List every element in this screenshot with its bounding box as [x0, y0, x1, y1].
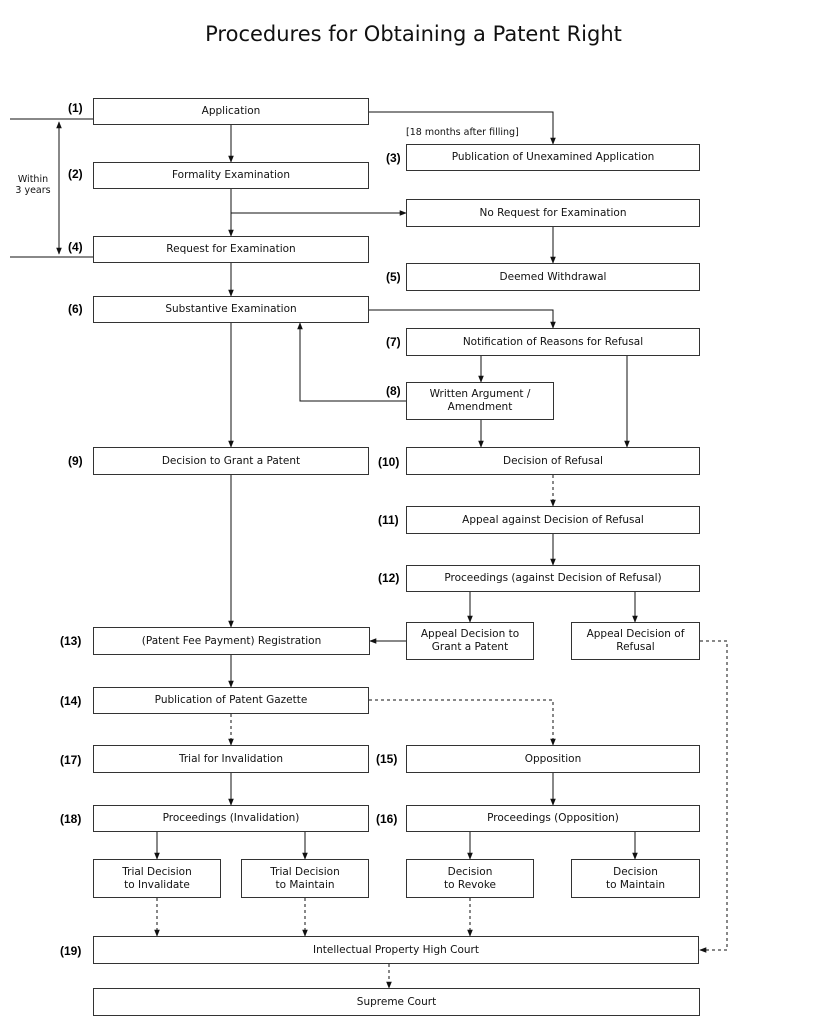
- step-number-10: (10): [378, 455, 399, 469]
- step-number-13: (13): [60, 634, 81, 648]
- step-number-16: (16): [376, 812, 397, 826]
- step-number-19: (19): [60, 944, 81, 958]
- box-notification-reasons-refusal: Notification of Reasons for Refusal: [406, 328, 700, 356]
- step-number-4: (4): [68, 240, 83, 254]
- box-appeal-against-refusal: Appeal against Decision of Refusal: [406, 506, 700, 534]
- box-deemed-withdrawal: Deemed Withdrawal: [406, 263, 700, 291]
- box-decision-refusal: Decision of Refusal: [406, 447, 700, 475]
- step-number-11: (11): [378, 513, 399, 527]
- box-trial-decision-maintain: Trial Decision to Maintain: [241, 859, 369, 898]
- box-written-argument: Written Argument / Amendment: [406, 382, 554, 420]
- box-decision-grant: Decision to Grant a Patent: [93, 447, 369, 475]
- box-publication-unexamined: Publication of Unexamined Application: [406, 144, 700, 171]
- box-request-examination: Request for Examination: [93, 236, 369, 263]
- box-proceedings-refusal: Proceedings (against Decision of Refusal…: [406, 565, 700, 592]
- step-number-14: (14): [60, 694, 81, 708]
- box-substantive-examination: Substantive Examination: [93, 296, 369, 323]
- step-number-17: (17): [60, 753, 81, 767]
- step-number-5: (5): [386, 270, 401, 284]
- months-note: [18 months after filling]: [406, 127, 519, 138]
- step-number-3: (3): [386, 151, 401, 165]
- step-number-7: (7): [386, 335, 401, 349]
- box-proceedings-invalidation: Proceedings (Invalidation): [93, 805, 369, 832]
- step-number-18: (18): [60, 812, 81, 826]
- box-ip-high-court: Intellectual Property High Court: [93, 936, 699, 964]
- box-decision-revoke: Decision to Revoke: [406, 859, 534, 898]
- step-number-9: (9): [68, 454, 83, 468]
- box-appeal-decision-refusal: Appeal Decision of Refusal: [571, 622, 700, 660]
- step-number-2: (2): [68, 167, 83, 181]
- box-decision-maintain: Decision to Maintain: [571, 859, 700, 898]
- box-formality-examination: Formality Examination: [93, 162, 369, 189]
- step-number-8: (8): [386, 384, 401, 398]
- within-3-years-label: Within 3 years: [8, 174, 58, 196]
- box-trial-invalidation: Trial for Invalidation: [93, 745, 369, 773]
- box-proceedings-opposition: Proceedings (Opposition): [406, 805, 700, 832]
- box-supreme-court: Supreme Court: [93, 988, 700, 1016]
- box-opposition: Opposition: [406, 745, 700, 773]
- box-registration: (Patent Fee Payment) Registration: [93, 627, 370, 655]
- step-number-1: (1): [68, 101, 83, 115]
- box-appeal-decision-grant: Appeal Decision to Grant a Patent: [406, 622, 534, 660]
- step-number-12: (12): [378, 571, 399, 585]
- step-number-15: (15): [376, 752, 397, 766]
- step-number-6: (6): [68, 302, 83, 316]
- box-trial-decision-invalidate: Trial Decision to Invalidate: [93, 859, 221, 898]
- box-no-request-examination: No Request for Examination: [406, 199, 700, 227]
- box-publication-gazette: Publication of Patent Gazette: [93, 687, 369, 714]
- box-application: Application: [93, 98, 369, 125]
